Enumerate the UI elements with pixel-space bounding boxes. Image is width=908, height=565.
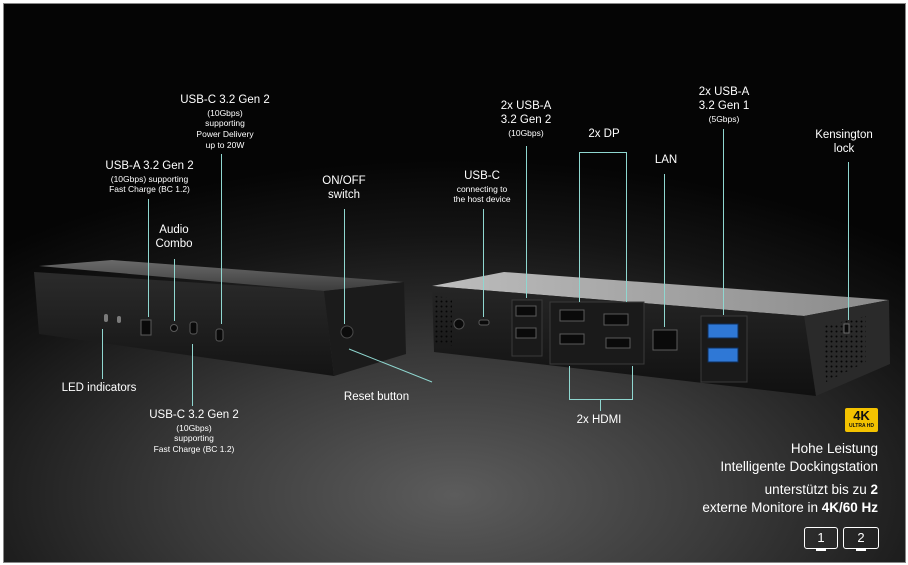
label-hdmi: 2x HDMI bbox=[576, 414, 622, 426]
label-usba-front: USB-A 3.2 Gen 2 (10Gbps) supporting Fast… bbox=[105, 160, 194, 195]
dp-port-2 bbox=[603, 313, 629, 326]
usb-c-port-front-2 bbox=[215, 328, 224, 342]
promo-line-3: unterstützt bis zu 2 bbox=[764, 482, 878, 497]
left-dock bbox=[34, 260, 406, 376]
dock-illustration bbox=[34, 260, 890, 396]
promo-line-4: externe Monitore in 4K/60 Hz bbox=[702, 500, 878, 515]
callout-diagonals bbox=[348, 348, 433, 383]
label-usba-gen1-back: 2x USB-A 3.2 Gen 1 (5Gbps) bbox=[698, 86, 750, 124]
usb-c-port-front-1 bbox=[189, 321, 198, 335]
usb-a-gen2-port-2 bbox=[515, 327, 537, 339]
label-dp: 2x DP bbox=[588, 128, 620, 140]
label-reset-button: Reset button bbox=[343, 391, 410, 403]
usb-c-host-port bbox=[478, 319, 490, 326]
usb-a-port-front bbox=[140, 319, 152, 336]
hdmi-port-2 bbox=[605, 337, 631, 349]
right-dock bbox=[432, 272, 890, 396]
led-indicator-2 bbox=[117, 316, 121, 323]
led-indicator-1 bbox=[104, 314, 108, 322]
label-audio-combo: Audio Combo bbox=[155, 224, 193, 250]
promo-line-1: Hohe Leistung bbox=[790, 441, 878, 456]
usb-a-gen1-port-2 bbox=[707, 347, 739, 363]
label-onoff-switch: ON/OFF switch bbox=[322, 175, 366, 201]
promo-line-2: Intelligente Dockingstation bbox=[720, 459, 878, 474]
label-usbc-power-delivery: USB-C 3.2 Gen 2 (10Gbps) supporting Powe… bbox=[180, 94, 270, 150]
monitor-2-icon: 2 bbox=[843, 527, 879, 549]
lan-port bbox=[652, 329, 678, 351]
hdmi-port-1 bbox=[559, 333, 585, 345]
4k-ultra-hd-badge: 4K ULTRA HD bbox=[845, 408, 878, 432]
kensington-slot bbox=[843, 323, 850, 334]
usb-a-gen2-port-1 bbox=[515, 305, 537, 317]
usb-a-gen1-port-1 bbox=[707, 323, 739, 339]
label-usbc-fast-charge: USB-C 3.2 Gen 2 (10Gbps) supporting Fast… bbox=[149, 409, 239, 455]
product-image: USB-C 3.2 Gen 2 (10Gbps) supporting Powe… bbox=[3, 3, 906, 563]
label-usbc-host: USB-C connecting to the host device bbox=[453, 170, 511, 205]
label-kensington-lock: Kensington lock bbox=[815, 129, 873, 155]
label-led-indicators: LED indicators bbox=[61, 382, 137, 394]
label-usba-gen2-back: 2x USB-A 3.2 Gen 2 (10Gbps) bbox=[500, 100, 552, 138]
audio-jack bbox=[170, 324, 178, 332]
label-lan: LAN bbox=[654, 154, 678, 166]
power-switch bbox=[340, 325, 354, 339]
dp-port-1 bbox=[559, 309, 585, 322]
dc-in-port bbox=[453, 318, 465, 330]
monitor-1-icon: 1 bbox=[804, 527, 838, 549]
